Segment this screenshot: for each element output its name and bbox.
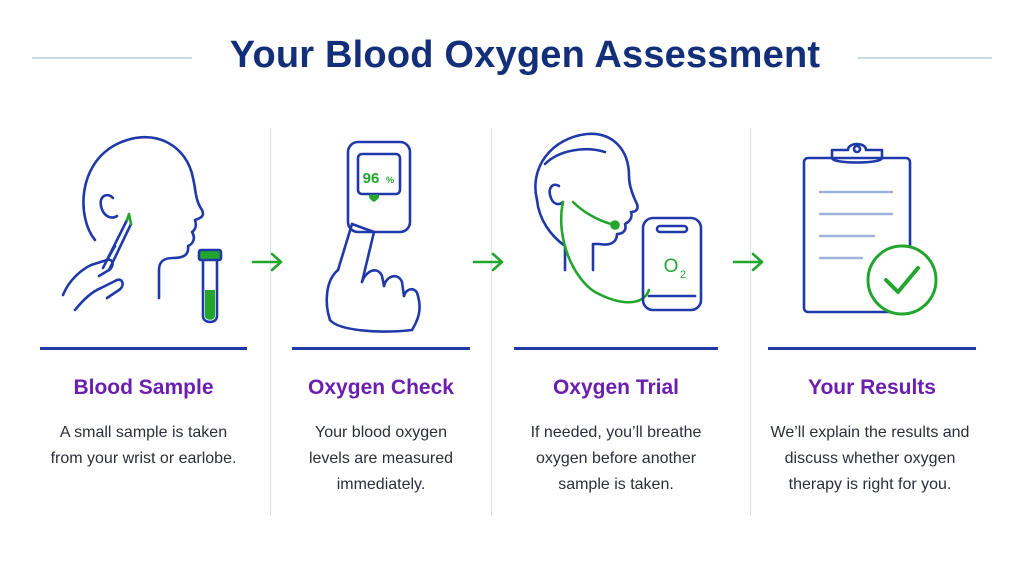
step-title-blood-sample: Blood Sample — [73, 376, 214, 399]
step-underline — [40, 347, 247, 350]
blood-sample-icon — [61, 135, 223, 324]
step-title-oxygen-check: Oxygen Check — [308, 376, 454, 399]
step-description: We’ll explain the results and discuss wh… — [770, 424, 970, 493]
step-underline — [292, 347, 470, 350]
header: Your Blood Oxygen Assessment — [0, 30, 1024, 90]
step-title-oxygen-trial: Oxygen Trial — [552, 376, 680, 399]
page-title: Your Blood Oxygen Assessment — [229, 34, 821, 76]
arrow-right-icon — [472, 252, 504, 272]
pulse-oximeter-icon: 96 % — [325, 140, 421, 333]
oxygen-label: O — [664, 256, 679, 277]
column-divider — [491, 128, 492, 516]
step-underline — [514, 347, 718, 350]
header-rule-right — [858, 57, 992, 59]
oximeter-unit: % — [386, 175, 394, 185]
step-underline — [768, 347, 976, 350]
oxygen-trial-icon: O 2 — [534, 132, 703, 312]
heart-icon — [368, 194, 380, 202]
column-divider — [270, 128, 271, 516]
step-description: If needed, you’ll breathe oxygen before … — [530, 424, 702, 493]
step-title-your-results: Your Results — [808, 376, 936, 399]
header-rule-left — [32, 57, 192, 59]
oxygen-subscript: 2 — [680, 269, 686, 281]
step-description: A small sample is taken from your wrist … — [50, 424, 237, 467]
clipboard-check-icon — [802, 142, 938, 316]
arrow-right-icon — [251, 252, 283, 272]
arrow-right-icon — [732, 252, 764, 272]
column-divider — [750, 128, 751, 516]
step-description: Your blood oxygen levels are measured im… — [308, 424, 454, 493]
oximeter-reading: 96 — [363, 170, 380, 187]
